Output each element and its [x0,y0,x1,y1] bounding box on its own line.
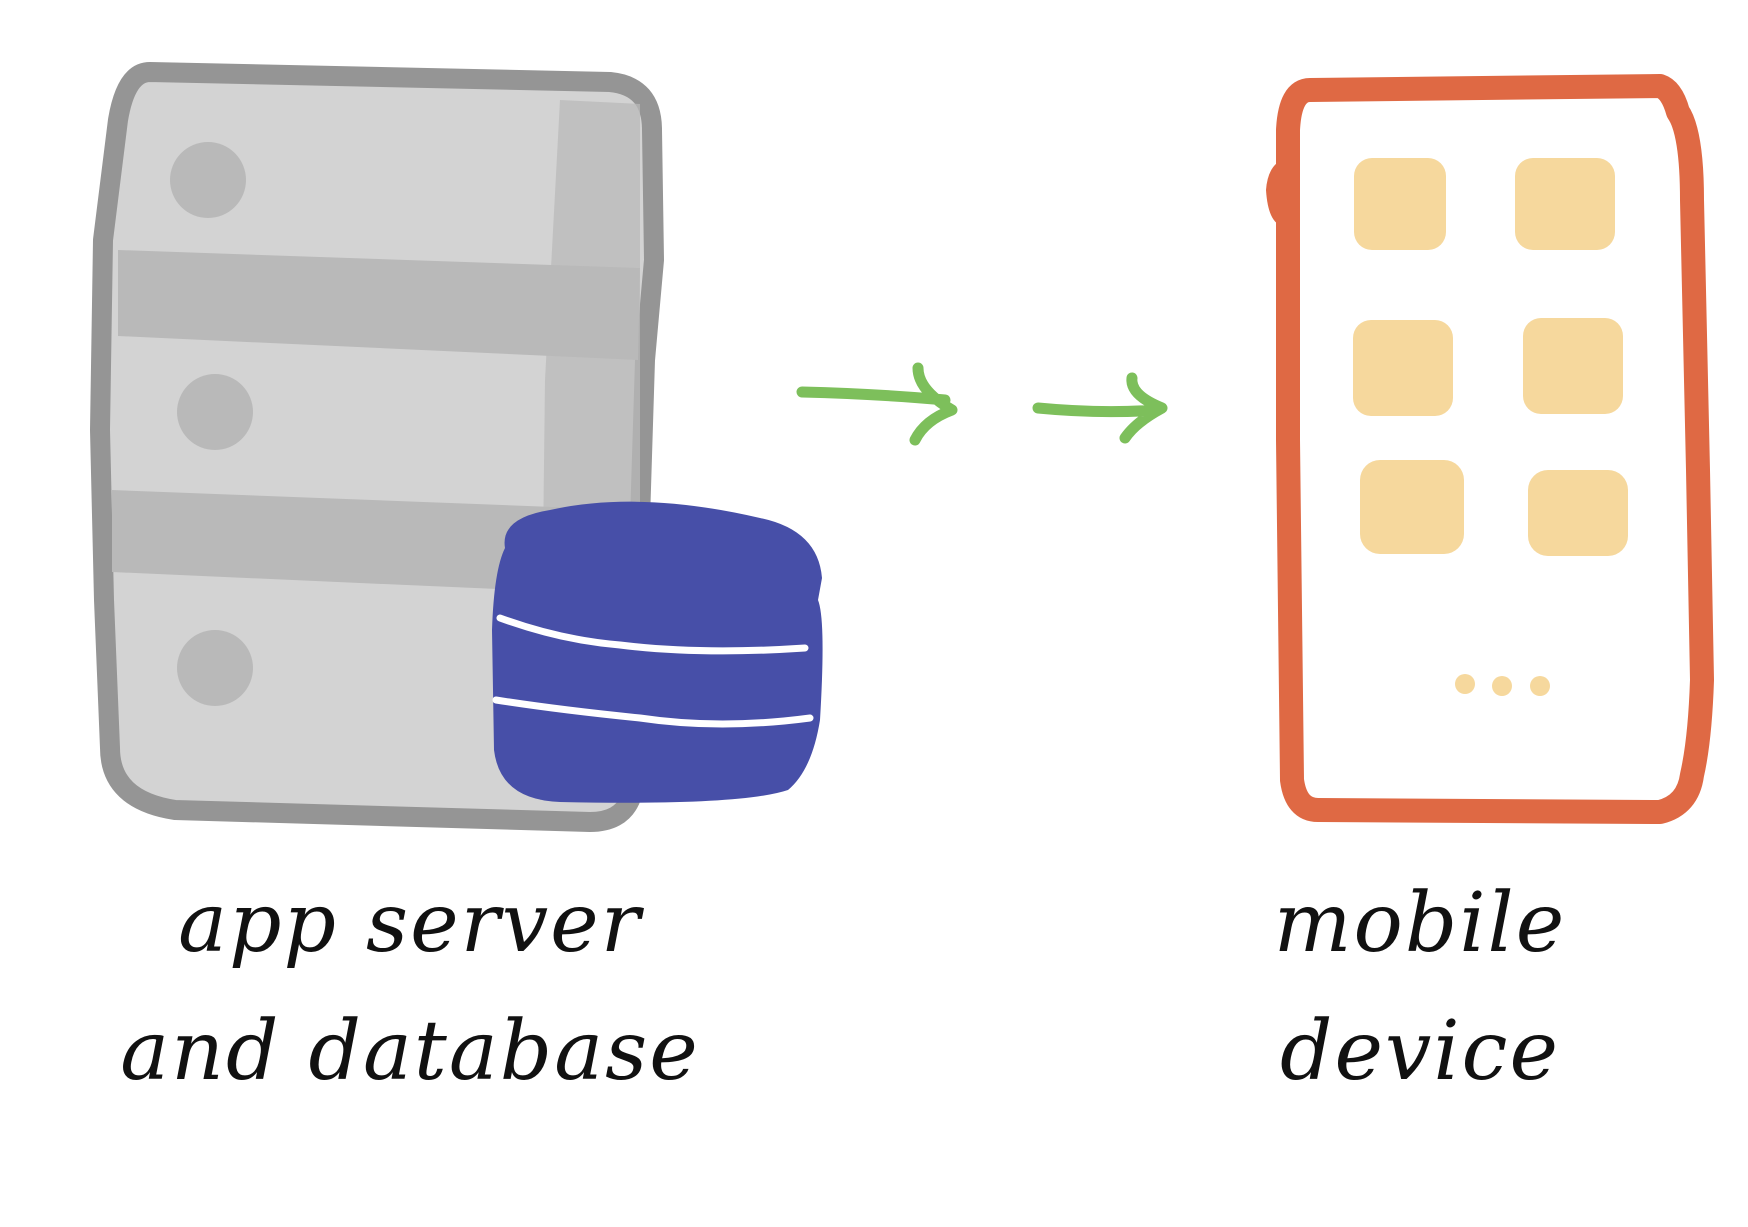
mobile-device-label-line-2: device [1279,1004,1561,1099]
ellipsis-dot [1530,676,1550,696]
ellipsis-icon [1455,674,1550,696]
arrow-1 [796,362,958,446]
app-server-label: app server and database [90,860,730,1116]
mobile-device-icon [1266,74,1714,824]
app-grid [1353,158,1628,556]
arrow-right-icon [796,362,1168,446]
server-light-2 [177,374,253,450]
ellipsis-dot [1492,676,1512,696]
mobile-device-label-line-1: mobile [1273,876,1567,971]
app-server-label-line-2: and database [120,1004,700,1099]
database-icon [492,501,823,803]
app-tile-icon [1515,158,1615,250]
database-stripe-2 [492,696,814,728]
arrow-2 [1032,372,1168,444]
app-tile-icon [1528,470,1628,556]
app-tile-icon [1354,158,1446,250]
server-band-1 [118,250,640,360]
server-light-1 [170,142,246,218]
mobile-device-label: mobile device [1210,860,1630,1116]
server-icon [90,62,664,832]
app-tile-icon [1360,460,1464,554]
server-light-3 [177,630,253,706]
ellipsis-dot [1455,674,1475,694]
app-server-label-line-1: app server [178,876,642,971]
app-tile-icon [1353,320,1453,416]
phone-body [1276,74,1714,824]
database-body [492,501,823,803]
app-tile-icon [1523,318,1623,414]
database-stripe-1 [496,614,809,655]
